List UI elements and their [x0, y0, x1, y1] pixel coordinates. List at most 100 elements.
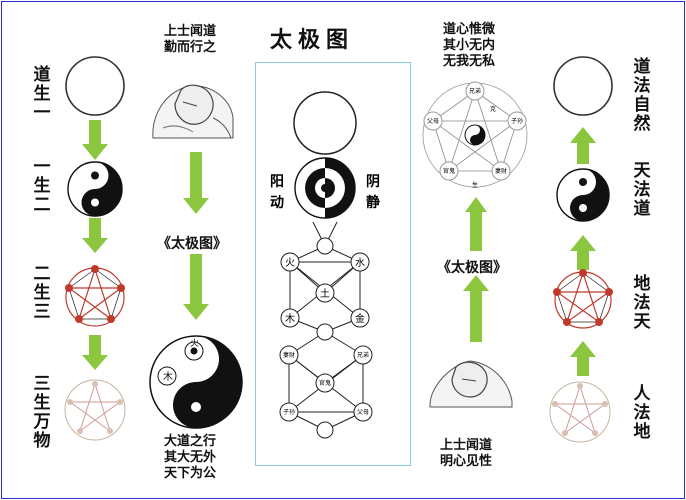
- vertical-char: 天: [633, 312, 651, 332]
- wheel-overcome-label: 克: [490, 105, 496, 113]
- taiji-quote-left: 《太极图》: [157, 236, 227, 252]
- vertical-char: 地: [633, 274, 651, 294]
- wood-node: [280, 308, 300, 328]
- officer-node: [315, 373, 335, 393]
- vertical-char: 生: [33, 393, 51, 413]
- vertical-char: 万: [33, 412, 51, 432]
- arrow-up: [570, 341, 596, 376]
- five-element-star-icon: [65, 265, 125, 327]
- label-san-sheng-wanwu: 三生万物: [32, 375, 52, 451]
- five-element-star-right-icon: [553, 269, 613, 329]
- vertical-char: 三: [33, 374, 51, 394]
- wheel-wealth-label: 妻财: [495, 167, 507, 175]
- verse-line: 道心惟微: [443, 22, 496, 37]
- vertical-char: 然: [633, 114, 651, 134]
- vertical-char: 法: [633, 180, 651, 200]
- wood-node-label: 木: [285, 313, 295, 325]
- verse-line: 勤而行之: [164, 40, 217, 55]
- wheel-officer-label: 官鬼: [443, 167, 455, 175]
- fire-node: [280, 252, 300, 272]
- arrow-down: [82, 120, 108, 160]
- vertical-char: 道: [633, 57, 651, 77]
- six-relations-wheel-large-icon: 兄弟 子孙 妻财 官鬼 父母 生 克: [422, 81, 528, 189]
- earth-node-label: 土: [320, 287, 330, 300]
- label-dao-fa-ziran: 道法自然: [632, 58, 652, 134]
- label-tian-fa-dao: 天法道: [632, 162, 652, 219]
- arrow-down: [82, 218, 108, 253]
- yin-yang-concentric-icon: [294, 157, 356, 219]
- vertical-char: 物: [33, 431, 51, 451]
- vertical-char: 一: [33, 157, 51, 177]
- yin-yang-right-icon: [556, 168, 610, 222]
- vertical-char: 法: [633, 76, 651, 96]
- top-left-verse: 上士闻道 勤而行之: [164, 24, 216, 56]
- verse-line: 明心见性: [440, 454, 493, 469]
- vertical-char: 道: [633, 199, 651, 219]
- verse-line: 上士闻道: [164, 24, 217, 39]
- wheel-birth-label: 生: [472, 181, 478, 189]
- five-element-yin-yang-icon: 火 木: [149, 335, 243, 429]
- vertical-char: 法: [633, 403, 651, 423]
- verse-line: 天下为公: [164, 466, 217, 481]
- fire-char: 火: [190, 338, 199, 349]
- jing-label: 静: [366, 194, 380, 211]
- arrow-down: [183, 254, 209, 320]
- fire-node-label: 火: [285, 257, 295, 269]
- taiji-diagram-panel: [255, 62, 411, 466]
- arrow-down: [82, 335, 108, 370]
- vertical-char: 一: [33, 103, 51, 123]
- bottom-left-verse: 大道之行 其大无外 天下为公: [164, 434, 216, 482]
- verse-line: 大道之行: [164, 434, 217, 449]
- label-di-fa-tian: 地法天: [632, 275, 652, 332]
- vertical-char: 地: [633, 422, 651, 442]
- vertical-char: 法: [633, 293, 651, 313]
- six-relations-wheel-icon: [64, 379, 126, 441]
- parents-node-label: 父母: [357, 409, 369, 416]
- arrow-up: [463, 275, 489, 342]
- vertical-char: 二: [33, 195, 51, 215]
- yin-yang-icon: [67, 161, 123, 217]
- earth-node: [315, 283, 335, 303]
- wood-char: 木: [163, 371, 173, 383]
- wuji-circle: [65, 56, 125, 116]
- dong-label: 动: [270, 194, 284, 211]
- verse-line: 上士闻道: [440, 438, 493, 453]
- verse-line: 其小无内: [443, 38, 496, 53]
- wuji-top-circle: [293, 91, 357, 155]
- vertical-char: 三: [33, 302, 51, 322]
- brothers-node: [353, 345, 373, 365]
- wealth-node-label: 妻财: [283, 351, 295, 359]
- meditating-person-illustration: [152, 84, 234, 139]
- label-er-sheng-san: 二生三: [32, 265, 52, 322]
- water-node-label: 水: [355, 257, 365, 269]
- vertical-char: 天: [633, 161, 651, 181]
- children-node: [279, 402, 299, 422]
- wheel-children-label: 子孙: [511, 117, 523, 125]
- yin-label: 阴: [366, 174, 380, 190]
- wheel-parents-label: 父母: [427, 118, 439, 125]
- children-node-label: 子孙: [283, 408, 295, 416]
- meditating-person-bottom-illustration: [429, 360, 513, 408]
- label-yi-sheng-er: 一生二: [32, 158, 52, 215]
- bottom-right-verse: 上士闻道 明心见性: [440, 438, 492, 470]
- vertical-char: 生: [33, 176, 51, 196]
- arrow-down: [183, 152, 209, 214]
- arrow-up: [465, 197, 487, 251]
- wealth-node: [279, 345, 299, 365]
- metal-node: [350, 308, 370, 328]
- page-title: 太极图: [270, 28, 355, 53]
- vertical-char: 道: [33, 65, 51, 85]
- vertical-char: 自: [633, 95, 651, 115]
- vertical-char: 生: [33, 283, 51, 303]
- dao-circle-right: [553, 56, 613, 116]
- vertical-char: 二: [33, 264, 51, 284]
- arrow-up: [570, 235, 596, 270]
- six-relations-wheel-right-icon: [549, 381, 611, 443]
- water-node: [350, 252, 370, 272]
- wheel-brothers-label: 兄弟: [469, 87, 481, 95]
- arrow-up: [570, 127, 596, 164]
